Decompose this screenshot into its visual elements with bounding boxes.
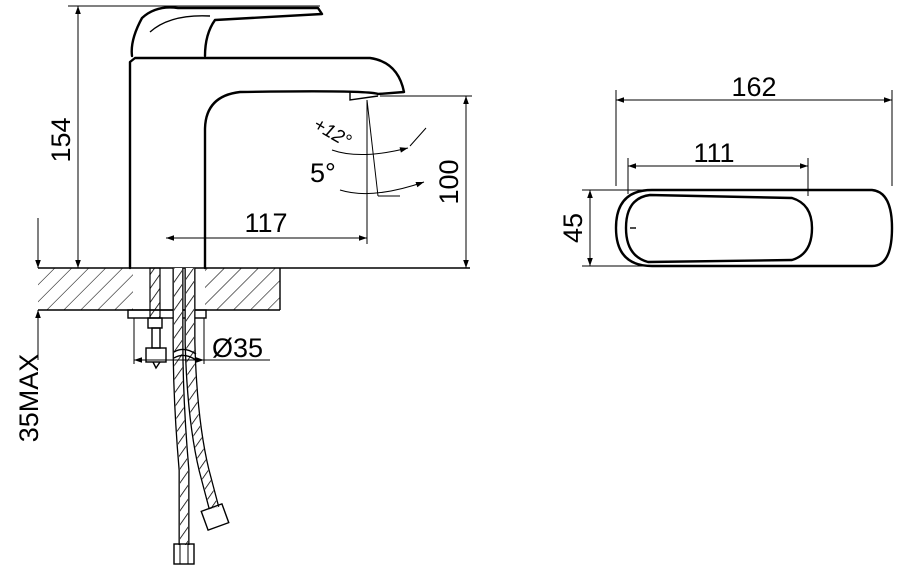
top-view-handle [624, 193, 814, 264]
faucet-body [128, 6, 406, 270]
dimension-100: 100 [380, 95, 472, 268]
dimension-111-label: 111 [693, 138, 734, 168]
side-view: 154 100 117 +12° 5° [14, 5, 472, 565]
dimension-162-label: 162 [731, 72, 776, 102]
dimension-117-label: 117 [244, 208, 287, 238]
angle-plus-12-label: +12° [310, 114, 355, 152]
angle-5-label: 5° [310, 158, 336, 188]
spray-angle-marks: +12° 5° [310, 99, 427, 197]
dimension-117: 117 [166, 100, 368, 244]
dimension-100-label: 100 [434, 159, 464, 204]
dimension-154: 154 [46, 5, 320, 268]
dimension-45: 45 [558, 189, 650, 267]
mounting-hardware [127, 267, 230, 565]
top-view-outline [614, 188, 894, 268]
dimension-154-label: 154 [46, 117, 76, 162]
dimension-111: 111 [627, 138, 809, 196]
dimension-35max: 35MAX [14, 218, 44, 442]
dimension-162: 162 [615, 72, 893, 186]
max-thickness-label: 35MAX [14, 354, 44, 443]
top-view: 162 111 45 [558, 72, 894, 268]
dimension-diameter-35: Ø35 [133, 318, 270, 364]
diameter-35-label: Ø35 [212, 333, 263, 363]
countertop-section [38, 267, 470, 311]
dimension-45-label: 45 [558, 213, 588, 243]
